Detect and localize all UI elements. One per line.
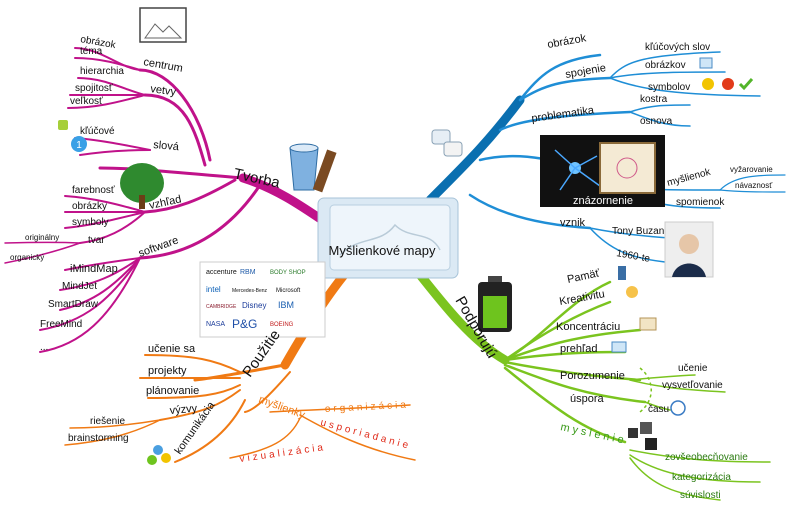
software-item-0: iMindMap xyxy=(70,263,118,275)
image-icon-prehlad xyxy=(611,341,627,353)
myslenie-item-0: zovšeobecňovanie xyxy=(665,452,748,463)
vetvy-item-1: spojitosť xyxy=(75,83,113,94)
myslienky-item-0: organizácia xyxy=(325,400,410,415)
mobile-icon xyxy=(618,266,626,280)
image-icon-spojenie xyxy=(699,57,713,69)
symbol-icons xyxy=(702,78,754,91)
vzhlad-item-0: farebnosť xyxy=(72,185,115,196)
lightbulb-icon xyxy=(626,286,638,298)
vzhlad-item-3: tvar xyxy=(88,235,105,246)
vyzvy-item-1: brainstorming xyxy=(68,433,129,444)
logo-disney: Disney xyxy=(242,301,266,310)
book-icon xyxy=(639,317,657,331)
vetvy-item-2: veľkosť xyxy=(70,96,103,107)
speech-bubbles-icon xyxy=(431,129,463,157)
podporuju-item-5: úspora xyxy=(570,393,605,405)
vznik-item-1: 1960-te xyxy=(615,248,651,265)
problematika-item-0: kostra xyxy=(640,94,668,105)
problematika-label: problematika xyxy=(531,104,596,125)
logo-intel: intel xyxy=(206,285,221,294)
myslenie-item-1: kategorizácia xyxy=(672,472,731,483)
picture-frame-icon xyxy=(139,7,187,43)
neuron-image xyxy=(540,135,665,207)
podporuju-item-2: Koncentráciu xyxy=(556,321,620,333)
logo-cambridge: CAMBRIDGE xyxy=(206,304,237,310)
vetvy-label: vetvy xyxy=(150,83,178,99)
obrazok-label: obrázok xyxy=(546,32,587,51)
green-dashed-bracket xyxy=(639,367,652,413)
spojenie-item-1: obrázkov xyxy=(645,60,686,71)
software-item-3: FreeMind xyxy=(40,319,82,330)
logo-accenture: accenture xyxy=(206,269,237,276)
tvar-item-1: organický xyxy=(10,253,44,262)
logo-mercedes: Mercedes-Benz xyxy=(232,288,268,294)
vznik-item-0: Tony Buzan xyxy=(612,226,664,237)
number-badge-label: 1 xyxy=(76,140,82,151)
podporuju-item-3: prehľad xyxy=(560,343,597,355)
software-item-2: SmartDraw xyxy=(48,299,99,310)
battery-icon xyxy=(478,276,512,332)
myslenie-item-2: súvislosti xyxy=(680,490,721,501)
spojenie-item-2: symbolov xyxy=(648,82,690,93)
vznik-label: vznik xyxy=(560,217,586,229)
myslienok-item-0: vyžarovanie xyxy=(730,165,773,174)
slova-label: slová xyxy=(153,139,181,153)
key-pin-icon xyxy=(58,120,68,130)
center-image xyxy=(317,197,459,279)
logo-bodyshop: BODY SHOP xyxy=(270,270,306,276)
znazornenie-item-0: myšlienok xyxy=(666,167,713,189)
uspora-item-0: času xyxy=(648,404,669,415)
branch-tvorba xyxy=(4,47,330,353)
logo-ibm: IBM xyxy=(278,300,294,310)
pouzitie-item-3: výzvy xyxy=(169,403,198,417)
logo-pg: P&G xyxy=(232,317,257,331)
logo-microsoft: Microsoft xyxy=(276,288,301,294)
podporuju-item-4: Porozumenie xyxy=(560,370,625,382)
vyzvy-item-0: riešenie xyxy=(90,416,125,427)
software-item-4: ... xyxy=(40,342,48,353)
problematika-item-1: osnova xyxy=(640,116,673,127)
logo-boeing: BOEING xyxy=(270,322,294,328)
znazornenie-item-1: spomienok xyxy=(676,197,725,208)
number-badge-icon: 1 xyxy=(71,136,87,152)
logo-nasa: NASA xyxy=(206,321,225,328)
slova-item-0: kľúčové xyxy=(80,126,115,137)
software-item-1: MindJet xyxy=(62,281,97,292)
porozumenie-item-0: učenie xyxy=(678,363,708,374)
vzhlad-item-1: obrázky xyxy=(72,201,107,212)
myslienky-label: myšlienky xyxy=(257,394,307,422)
porozumenie-item-1: vysvetľovanie xyxy=(662,380,723,391)
pouzitie-item-1: projekty xyxy=(148,365,187,377)
myslienok-item-1: návaznosť xyxy=(735,181,773,190)
logos-panel: accenture RBM BODY SHOP intel Mercedes-B… xyxy=(199,261,326,338)
pouzitie-item-0: učenie sa xyxy=(148,343,196,355)
podporuju-item-6: myslenie xyxy=(559,421,627,447)
pouzitie-item-2: plánovanie xyxy=(146,385,199,397)
vzhlad-item-2: symboly xyxy=(72,217,109,228)
people-icon xyxy=(147,445,171,465)
spojenie-item-0: kľúčových slov xyxy=(645,42,710,53)
podporuju-item-1: Kreativitu xyxy=(558,288,605,308)
centrum-item-1: téma xyxy=(80,46,103,57)
center-title: Myšlienkové mapy xyxy=(329,243,436,258)
portrait-image xyxy=(664,221,714,278)
myslienky-item-2: vizualizácia xyxy=(239,442,327,465)
znazornenie-label: znázornenie xyxy=(573,195,633,207)
clock-icon xyxy=(670,400,686,416)
logo-rbm: RBM xyxy=(240,269,256,276)
tree-icon xyxy=(120,163,164,209)
tvar-item-0: originálny xyxy=(25,233,59,242)
podporuju-item-0: Pamäť xyxy=(566,267,601,286)
vetvy-item-0: hierarchia xyxy=(80,66,124,77)
cubes-icon xyxy=(628,422,657,450)
paint-bucket-icon xyxy=(289,143,337,193)
